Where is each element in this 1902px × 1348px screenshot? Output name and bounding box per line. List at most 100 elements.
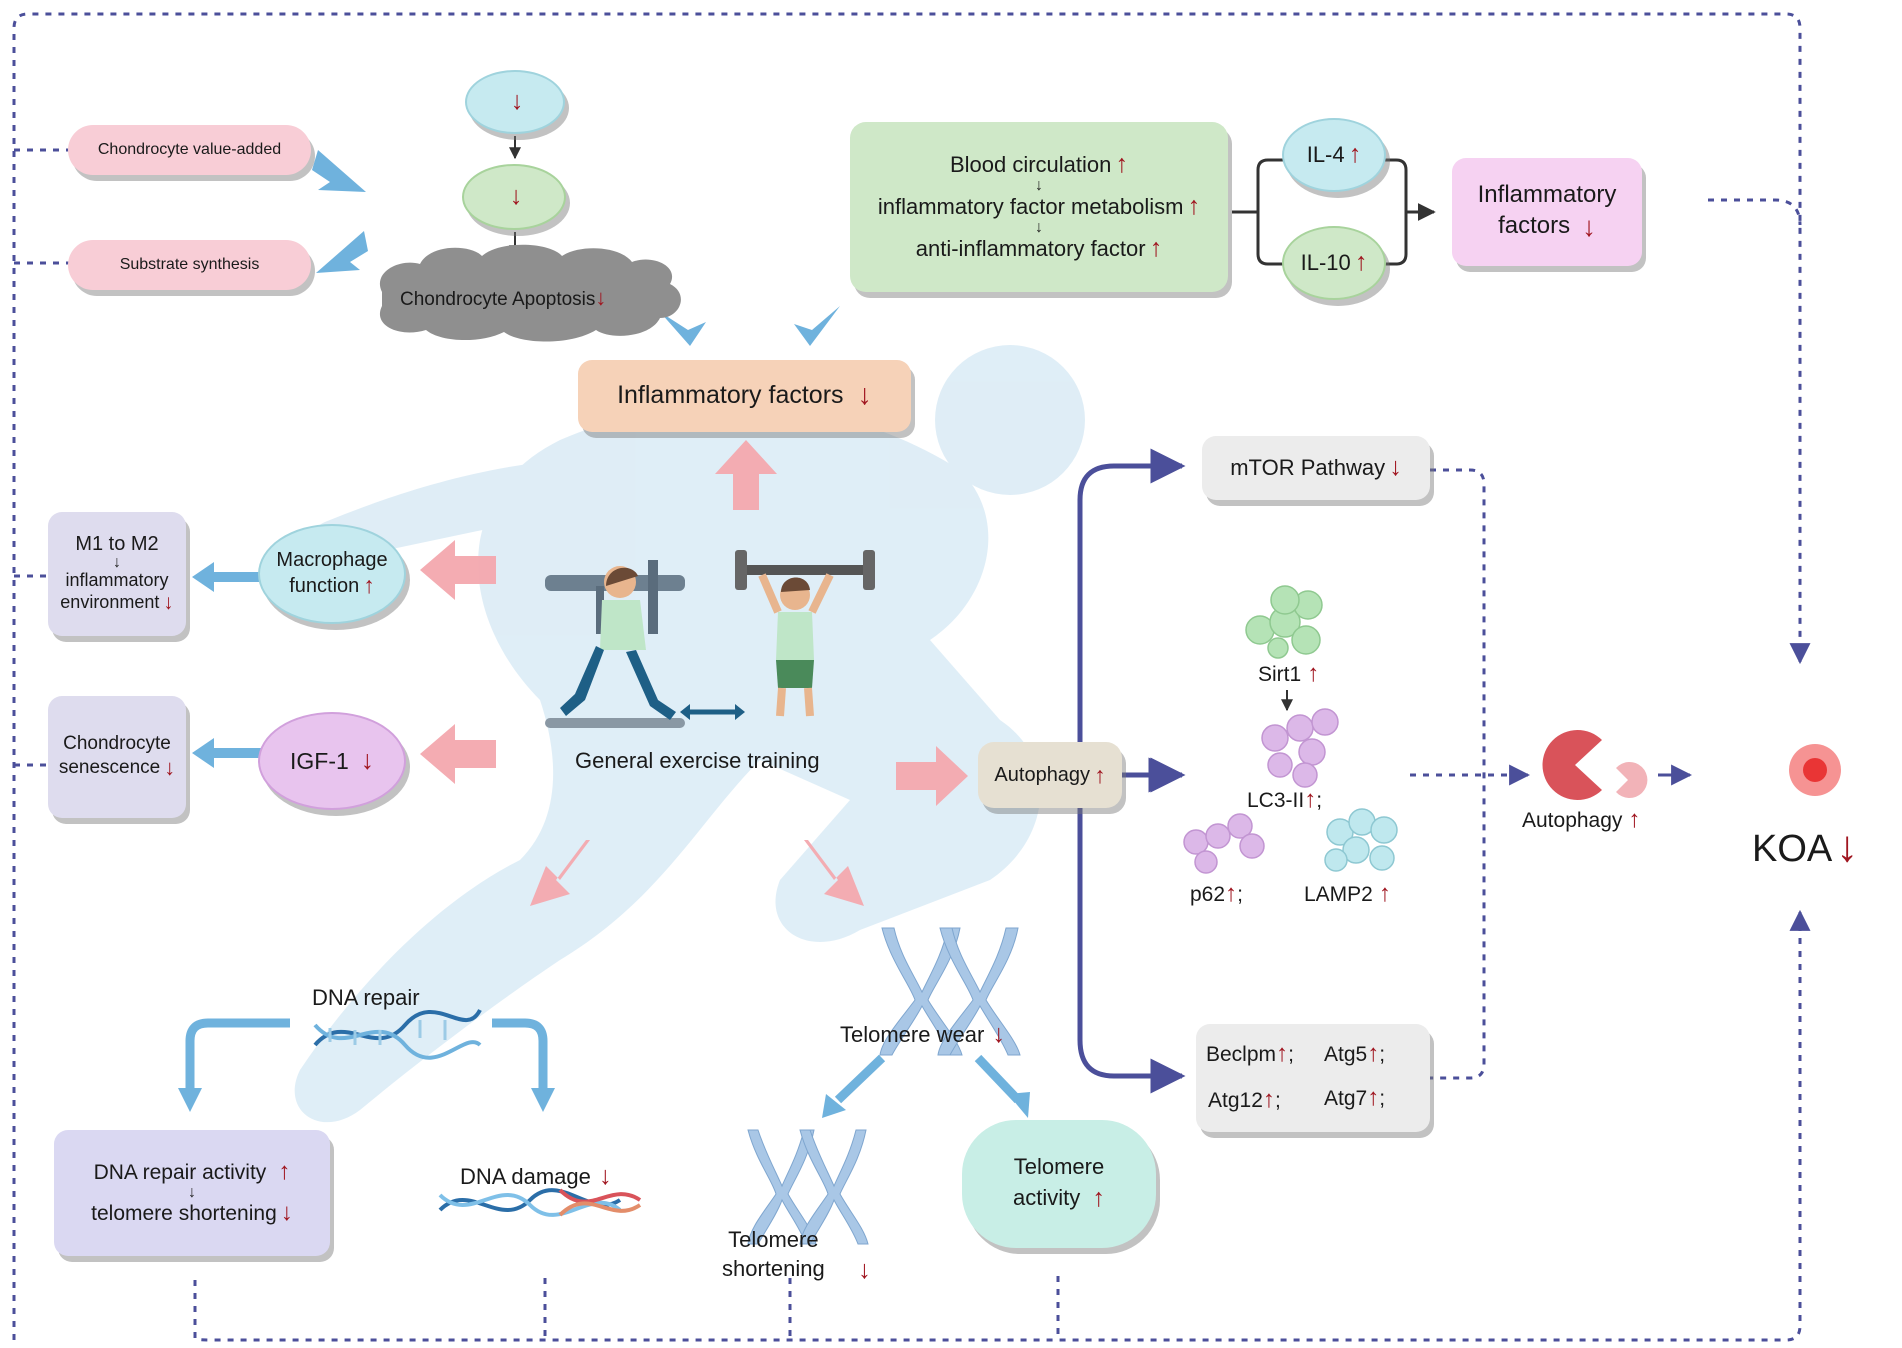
il10-label: IL-10 [1300,250,1351,276]
apoptosis-text: Chondrocyte Apoptosis↓ [400,285,606,311]
pacman-icon [1542,730,1648,801]
atg12-separator: ; [1274,1089,1281,1112]
knee-icon [1740,700,1850,880]
dna-damage-text: DNA damage ↓ [460,1162,612,1191]
igf1-node: IGF-1 ↓ [258,712,406,810]
p62-text: p62↑; [1190,880,1243,908]
substrate-synthesis-label: Substrate synthesis [119,256,260,273]
telomere-shortening-text: Telomere shortening [722,1226,825,1283]
il4-label: IL-4 [1306,142,1345,168]
telomere-activity-line1: Telomere [1013,1154,1105,1180]
lc3-label: LC3-II [1247,789,1305,812]
m1m2-line3: environment [60,592,160,613]
beclpm-text: Beclpm↑; [1206,1040,1294,1068]
il1-node: ↓ [465,70,565,134]
dna-repair-activity-box: DNA repair activity ↑ ↓ telomere shorteni… [54,1130,330,1256]
anti-up-icon: ↑ [1149,233,1163,262]
atg5-label: Atg5 [1324,1043,1368,1066]
m1m2-arrow-icon: ↓ [113,554,121,572]
lc3-text: LC3-II↑; [1247,786,1322,814]
atg7-separator: ; [1379,1087,1386,1110]
anti-inflammatory-label: anti-inflammatory factor [915,235,1146,261]
inflammatory-right-down-icon: ↓ [1582,210,1596,242]
blood-up-icon: ↑ [1115,150,1129,179]
telomere-short-down-text: ↓ [858,1256,871,1285]
telomere-shortening-down-icon: ↓ [280,1199,293,1226]
blood-circulation-label: Blood circulation [949,152,1112,178]
sirt1-molecules [1245,585,1323,659]
metabolism-up-icon: ↑ [1187,192,1201,221]
exercise-illustration [545,550,875,728]
il10-up-icon: ↑ [1354,248,1368,277]
autophagy-label: Autophagy [994,763,1091,786]
p62-label: p62 [1190,883,1226,906]
telomere-activity-box: Telomere activity ↑ [962,1120,1156,1248]
macrophage-line2: function [289,575,360,597]
dna-damage-down-icon: ↓ [598,1162,612,1190]
autophagy-right-text: Autophagy↑ [1522,806,1641,834]
senescence-box: Chondrocyte senescence↓ [48,696,186,818]
autophagy-branches [1077,448,1186,1094]
atg7-up-icon: ↑ [1367,1084,1380,1111]
il-bracket [1232,158,1436,266]
atg5-separator: ; [1379,1043,1386,1066]
m1m2-line1: M1 to M2 [75,533,159,556]
lamp2-molecules [1324,808,1398,872]
dna-damage-helix [438,1188,642,1217]
telomere-chromosomes-top [879,927,1021,1056]
telomere-short-down-icon: ↓ [858,1256,871,1284]
chondrocyte-value-added-box: Chondrocyte value-added [68,125,311,175]
m1m2-down-icon: ↓ [163,590,174,614]
telomere-activity-up-icon: ↑ [1092,1183,1105,1212]
atg12-text: Atg12↑; [1208,1086,1281,1114]
beclpm-up-icon: ↑ [1276,1040,1289,1067]
inflammatory-right-line2: factors [1498,212,1571,239]
igf1-down-icon: ↓ [360,745,374,776]
lamp2-up-icon: ↑ [1378,880,1391,907]
atg12-label: Atg12 [1208,1089,1263,1112]
dna-repair-arrow-icon: ↓ [188,1184,196,1201]
p62-up-icon: ↑ [1225,880,1238,907]
koa-down-icon: ↓ [1836,822,1859,871]
m1m2-line2: inflammatory [65,570,169,591]
p62-separator: ; [1237,883,1243,906]
inflammatory-center-down-icon: ↓ [857,379,872,412]
autophagy-right-up-icon: ↑ [1628,806,1641,833]
senescence-line2: senescence [58,757,161,778]
lc3-up-icon: ↑ [1304,786,1317,813]
blood-to-metabolism-arrow-icon: ↓ [1035,177,1043,195]
substrate-synthesis-box: Substrate synthesis [68,240,311,290]
atg7-text: Atg7↑; [1324,1084,1385,1112]
dna-repair-text: DNA repair [312,985,420,1010]
autophagy-up-icon: ↑ [1094,761,1106,788]
atg5-text: Atg5↑; [1324,1040,1385,1068]
igf1-label: IGF-1 [290,747,349,774]
telomere-wear-text: Telomere wear↓ [840,1020,1005,1049]
telomere-wear-label: Telomere wear [840,1022,985,1047]
dna-repair-activity-up-icon: ↑ [278,1158,291,1186]
senescence-line1: Chondrocyte [63,732,171,754]
inflammatory-factors-center-box: Inflammatory factors ↓ [578,360,911,432]
metabolism-to-anti-arrow-icon: ↓ [1035,218,1043,236]
telomere-activity-line2: activity [1013,1185,1081,1210]
il10-node: IL-10↑ [1282,226,1386,300]
chondrocyte-value-added-label: Chondrocyte value-added [97,141,282,158]
macrophage-node: Macrophage function↑ [258,524,406,624]
telomere-short-line2: shortening [722,1255,825,1281]
inflammatory-factors-right-box: Inflammatory factors↓ [1452,158,1642,266]
telomere-shortening-label: telomere shortening [91,1201,277,1225]
apoptosis-cloud [379,244,681,342]
atg12-up-icon: ↑ [1262,1086,1275,1113]
lc3-separator: ; [1316,789,1323,812]
mtor-box: mTOR Pathway↓ [1202,436,1430,500]
beclpm-separator: ; [1288,1043,1294,1066]
feedback-dashed-lines [12,12,1802,1342]
dna-repair-activity-label: DNA repair activity [93,1161,267,1185]
il1-down-icon: ↓ [510,87,524,116]
atg5-up-icon: ↑ [1367,1040,1380,1067]
inflammatory-center-label: Inflammatory factors [617,381,844,410]
dna-damage-label: DNA damage [460,1164,591,1189]
autophagy-box: Autophagy↑ [978,742,1122,808]
koa-text: KOA↓ [1752,822,1858,872]
sirt1-text: Sirt1↑ [1258,660,1319,688]
